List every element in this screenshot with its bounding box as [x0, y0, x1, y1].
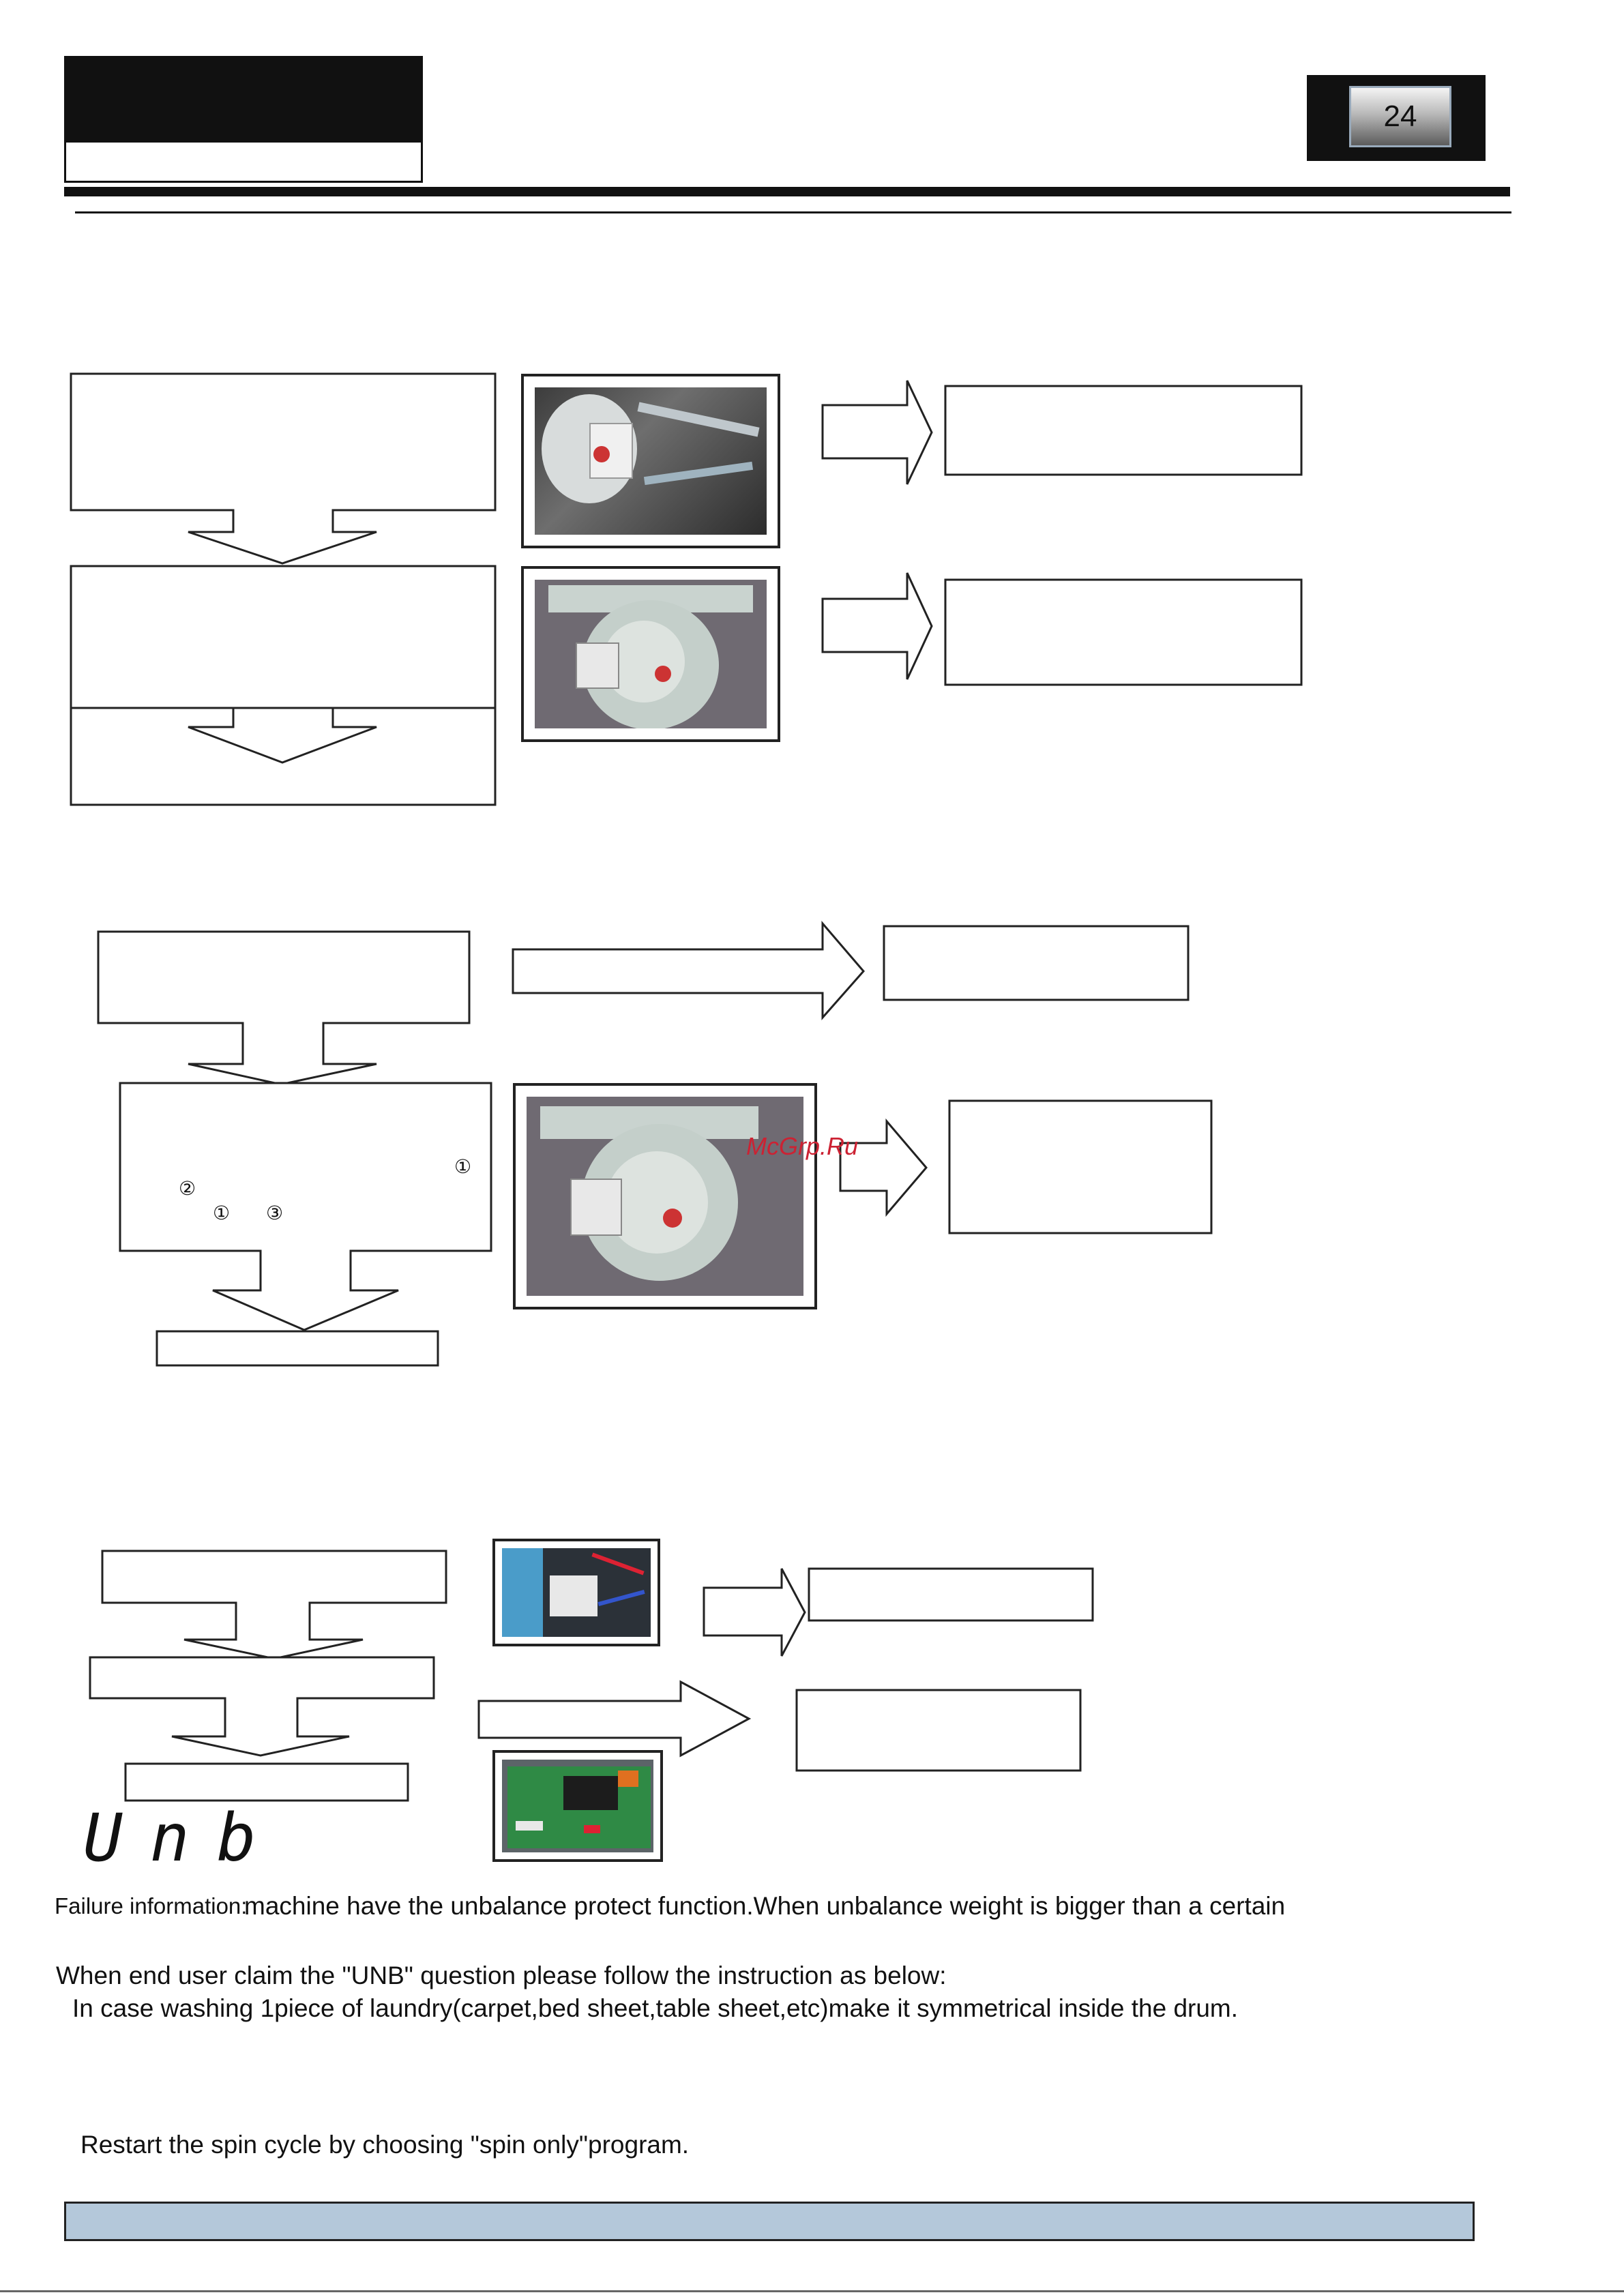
flow1-result-box-2 [944, 578, 1303, 686]
page-number: 24 [1383, 100, 1417, 133]
flow3-result-box-1 [808, 1567, 1094, 1622]
error-code-display: Unb [83, 1805, 288, 1871]
instruction-intro: When end user claim the "UNB" question p… [56, 1961, 947, 1989]
header-rule-thin [75, 211, 1511, 213]
footer-bar [64, 2202, 1475, 2241]
flow1-down-arrow-2 [188, 707, 377, 764]
motor-wiring-photo [492, 1539, 660, 1646]
flow2-result-box-2 [948, 1099, 1213, 1234]
flow3-right-arrow-2 [477, 1680, 752, 1758]
bottom-rule [0, 2290, 1624, 2292]
flow1-right-arrow-2 [821, 572, 933, 680]
header-title-dark-band [66, 58, 421, 143]
failure-text: machine have the unbalance protect funct… [244, 1892, 1286, 1920]
flow2-step1-box [97, 930, 471, 1086]
flow2-right-arrow-2 [839, 1118, 928, 1217]
header-title-block [64, 56, 423, 183]
flow3-step2-box [89, 1656, 435, 1757]
failure-label: Failure information: [55, 1893, 248, 1919]
control-board-photo [492, 1750, 663, 1862]
page-number-badge: 24 [1307, 75, 1486, 161]
marker-circle-1: ① [454, 1156, 472, 1177]
pressure-switch-photo-1 [521, 374, 780, 548]
flow1-result-box-1 [944, 385, 1303, 476]
flow3-right-arrow-1 [703, 1568, 806, 1657]
flow1-step2-box [70, 565, 497, 709]
marker-circle-1-lower: ① [213, 1202, 231, 1224]
marker-circle-2: ② [179, 1178, 196, 1199]
flow3-result-box-2 [795, 1689, 1082, 1772]
flow3-step1-box [101, 1550, 447, 1660]
pressure-switch-photo-2 [521, 566, 780, 742]
flow2-step3-box [156, 1330, 439, 1367]
flow2-result-box-1 [883, 925, 1190, 1001]
flow2-right-arrow-1 [512, 920, 865, 1020]
page-number-plate: 24 [1349, 86, 1451, 147]
marker-circle-3: ③ [266, 1202, 284, 1224]
flow1-right-arrow-1 [821, 380, 933, 485]
watermark-text: McGrp.Ru [746, 1132, 859, 1160]
header-rule-thick [64, 187, 1510, 196]
instruction-2: Restart the spin cycle by choosing "spin… [80, 2131, 690, 2159]
flow2-step2-box [119, 1082, 492, 1331]
pressure-switch-photo-3 [513, 1083, 817, 1309]
error-code-text: Unb [83, 1800, 284, 1876]
instruction-1: In case washing 1piece of laundry(carpet… [72, 1994, 1239, 2022]
flow3-step3-box [124, 1762, 409, 1802]
flow1-step1-box [70, 372, 497, 565]
